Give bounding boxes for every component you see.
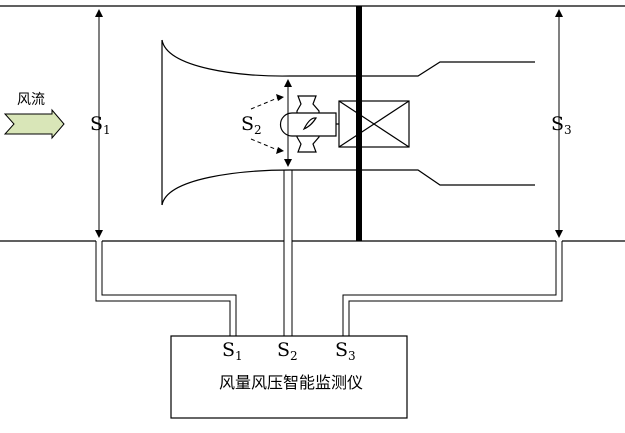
airflow-label: 风流	[17, 92, 45, 108]
fan-housing	[161, 39, 535, 206]
bulkhead-wall	[356, 6, 362, 241]
pressure-tube-s3	[342, 241, 563, 336]
pressure-tube-s2	[283, 170, 293, 336]
fan-impeller	[279, 95, 337, 153]
section-s3-label: S3	[551, 113, 572, 137]
instrument-port-s3: S3	[335, 339, 356, 363]
section-s2-label: S2	[241, 113, 262, 137]
section-s1-label: S1	[90, 113, 111, 137]
instrument-port-s1: S1	[222, 339, 243, 363]
monitoring-instrument	[170, 335, 408, 419]
instrument-port-s2: S2	[277, 339, 298, 363]
pressure-tube-s1	[95, 241, 237, 336]
s2-dash-arrowhead-top	[276, 94, 284, 101]
instrument-name: 风量风压智能监测仪	[219, 373, 363, 392]
s2-dashed-indicators	[250, 96, 281, 152]
s2-dash-arrowhead-bottom	[276, 147, 284, 154]
fan-motor	[338, 100, 410, 148]
airflow-arrow-icon	[3, 108, 65, 140]
